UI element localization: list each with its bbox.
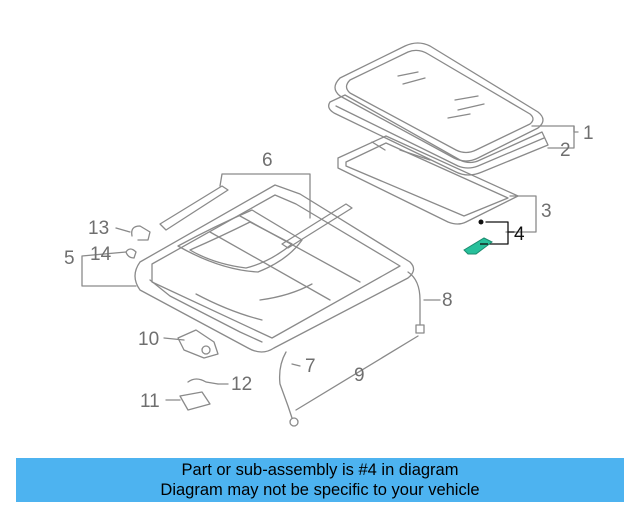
callout-3: 3: [541, 201, 552, 222]
motor-part-10: [177, 329, 219, 359]
banner-line-disclaimer: Diagram may not be specific to your vehi…: [160, 481, 480, 499]
callout-4: 4: [514, 224, 525, 245]
callout-9: 9: [354, 365, 365, 386]
seal-frame-part-2: [328, 94, 549, 176]
callout-1: 1: [583, 123, 594, 144]
drain-hose-part-8: [407, 271, 425, 334]
leader-lines: [81, 125, 579, 411]
callout-2: 2: [560, 140, 571, 161]
rail-strips-part-6: [159, 185, 353, 249]
callout-7: 7: [305, 356, 316, 377]
switch-part-11-12: [179, 378, 219, 411]
callout-10: 10: [138, 329, 159, 350]
callout-5: 5: [64, 248, 75, 269]
banner-line-part-info: Part or sub-assembly is #4 in diagram: [181, 461, 459, 479]
info-banner: Part or sub-assembly is #4 in diagram Di…: [16, 458, 624, 502]
callout-14: 14: [90, 244, 112, 265]
part-4-leader: [485, 221, 515, 245]
callout-8: 8: [442, 290, 453, 311]
sliding-frame-part-3: [337, 135, 519, 225]
glass-panel-part-1: [334, 42, 544, 162]
callout-6: 6: [262, 150, 273, 171]
highlight-part-4: [463, 219, 493, 255]
cable-part-7: [278, 351, 299, 427]
callout-labels: 1 2 3 4 5 6 7 8 9 10 11 12 13 14: [64, 123, 594, 412]
drain-parts-13-14: [125, 225, 151, 259]
callout-11: 11: [140, 391, 160, 412]
callout-12: 12: [231, 374, 252, 395]
housing-frame-part-5: [134, 184, 415, 353]
callout-13: 13: [88, 218, 109, 239]
